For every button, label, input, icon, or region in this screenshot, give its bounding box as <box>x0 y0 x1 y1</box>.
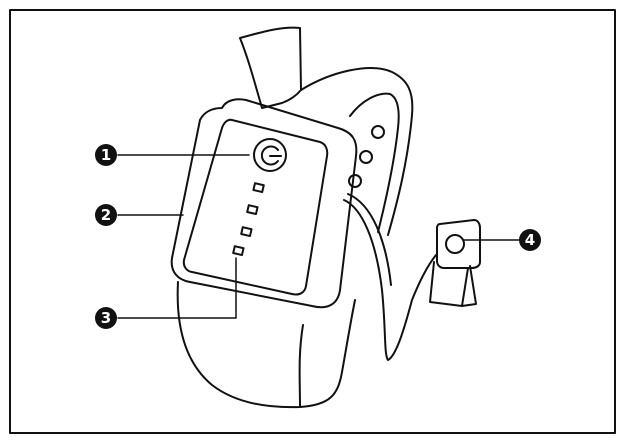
led-indicator <box>252 182 265 194</box>
strap-back-inner <box>349 92 400 233</box>
sensor-clip-strap <box>429 261 477 307</box>
led-indicator <box>240 226 253 238</box>
callout-1: 1 <box>95 144 117 166</box>
sensor-cable-inner <box>347 193 392 286</box>
led-indicator <box>246 204 259 216</box>
device-body <box>170 98 358 309</box>
sensor-cable <box>343 199 437 361</box>
callout-3: 3 <box>95 307 117 329</box>
strap-tab <box>239 26 302 109</box>
callout-1-number: 1 <box>101 146 111 164</box>
callout-4: 4 <box>519 229 541 251</box>
figure-border <box>9 9 616 434</box>
callout-4-number: 4 <box>525 231 535 249</box>
leader-line-3 <box>117 257 237 319</box>
strap-lower <box>176 281 356 409</box>
strap-lower-inner <box>298 324 304 408</box>
device-face <box>182 118 329 296</box>
strap-back <box>300 67 414 236</box>
callout-2-number: 2 <box>101 206 111 224</box>
strap-hole <box>348 174 362 188</box>
power-button <box>253 138 287 172</box>
strap-hole <box>359 150 373 164</box>
sensor-clip <box>436 219 481 269</box>
power-icon <box>260 145 282 166</box>
led-indicator <box>232 245 245 257</box>
callout-2: 2 <box>95 204 117 226</box>
strap-hole <box>371 125 385 139</box>
callout-3-number: 3 <box>101 309 111 327</box>
sensor-lens <box>445 234 465 254</box>
